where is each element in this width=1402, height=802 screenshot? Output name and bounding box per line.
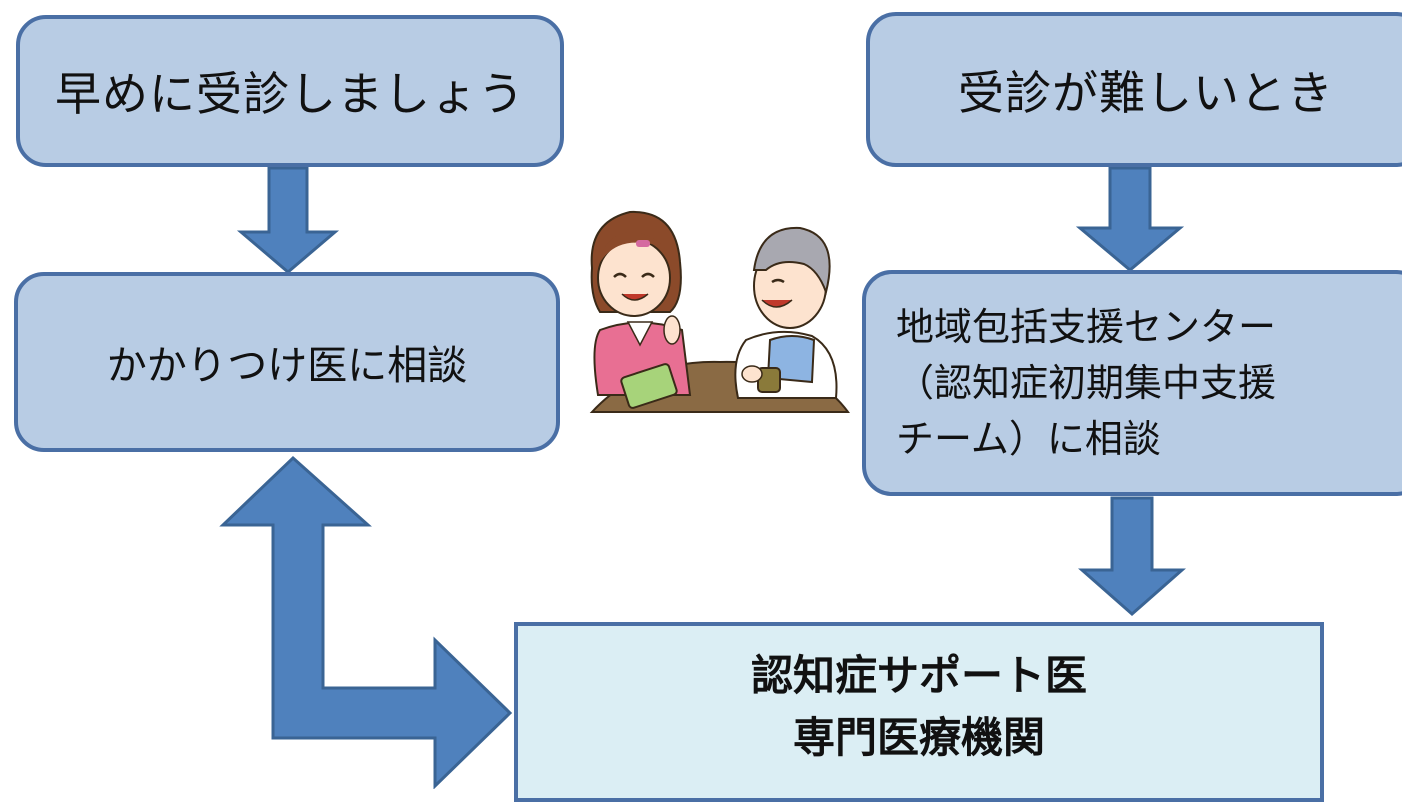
- consultation-illustration: [589, 210, 850, 413]
- difficult-visit-box: 受診が難しいとき: [866, 12, 1402, 167]
- early-visit-box: 早めに受診しましょう: [16, 15, 564, 167]
- man-figure: [734, 226, 838, 399]
- difficult-visit-text: 受診が難しいとき: [958, 65, 1334, 120]
- family-doctor-text: かかりつけ医に相談: [106, 343, 468, 389]
- specialist-institution-box: 認知症サポート医 専門医療機関: [514, 622, 1324, 802]
- arrow-down-difficult-to-center: [1075, 166, 1185, 272]
- woman-figure: [590, 210, 692, 409]
- family-doctor-box: かかりつけ医に相談: [14, 272, 560, 452]
- support-center-line-2: （認知症初期集中支援: [896, 361, 1277, 405]
- early-visit-text: 早めに受診しましょう: [55, 67, 525, 121]
- regional-support-center-box: 地域包括支援センター （認知症初期集中支援 チーム）に相談: [862, 270, 1402, 496]
- support-center-line-3: チーム）に相談: [896, 417, 1161, 461]
- support-center-line-1: 地域包括支援センター: [896, 305, 1277, 349]
- arrow-bidirectional-gp-specialist: [219, 455, 513, 789]
- specialist-line-1: 認知症サポート医: [750, 651, 1087, 700]
- specialist-line-2: 専門医療機関: [792, 713, 1045, 762]
- arrow-down-center-to-specialist: [1078, 496, 1186, 616]
- arrow-down-early-to-gp: [236, 166, 340, 274]
